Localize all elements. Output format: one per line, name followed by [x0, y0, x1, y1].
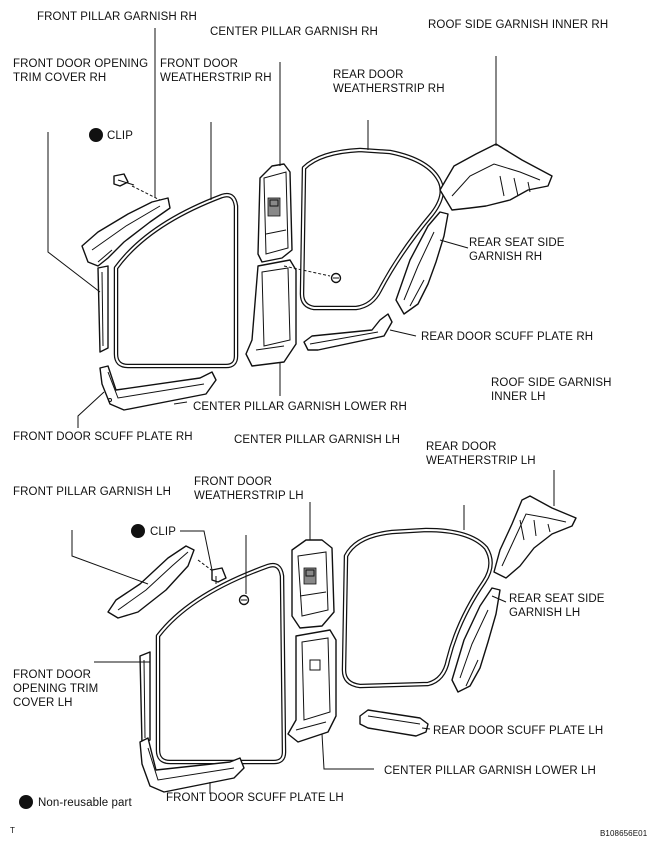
label-front-door-weatherstrip-lh: FRONT DOOR WEATHERSTRIP LH — [194, 476, 304, 502]
rear-door-weatherstrip-lh-part — [341, 527, 493, 689]
legend-non-reusable-part: Non-reusable part — [38, 797, 132, 809]
center-pillar-garnish-lower-rh-part — [245, 259, 331, 367]
screw-rh-part — [330, 272, 342, 284]
front-pillar-garnish-lh-part — [107, 545, 195, 619]
label-rear-door-weatherstrip-lh: REAR DOOR WEATHERSTRIP LH — [426, 441, 536, 467]
label-center-pillar-garnish-lh: CENTER PILLAR GARNISH LH — [234, 434, 400, 446]
label-front-door-scuff-plate-rh: FRONT DOOR SCUFF PLATE RH — [13, 431, 193, 443]
rear-seat-side-garnish-rh-part — [395, 211, 449, 315]
label-roof-side-garnish-inner-rh: ROOF SIDE GARNISH INNER RH — [428, 19, 609, 31]
label-rear-door-weatherstrip-rh: REAR DOOR WEATHERSTRIP RH — [333, 69, 445, 95]
leader-lines-rh — [47, 28, 497, 428]
center-pillar-garnish-rh-part — [257, 163, 293, 263]
label-clip-rh: CLIP — [107, 130, 133, 142]
front-door-weatherstrip-lh-part — [155, 562, 287, 765]
label-front-door-weatherstrip-rh: FRONT DOOR WEATHERSTRIP RH — [160, 58, 272, 84]
roof-side-garnish-inner-rh-part — [439, 143, 553, 211]
figure-id: B108656E01 — [600, 829, 648, 838]
rh-assembly — [47, 28, 553, 428]
roof-side-garnish-inner-lh-part — [493, 495, 577, 579]
lh-assembly — [71, 470, 577, 794]
label-rear-door-scuff-plate-lh: REAR DOOR SCUFF PLATE LH — [433, 725, 604, 737]
non-reusable-dot-icon — [89, 128, 103, 142]
label-front-pillar-garnish-lh: FRONT PILLAR GARNISH LH — [13, 486, 172, 498]
label-rear-seat-side-garnish-rh: REAR SEAT SIDE GARNISH RH — [469, 237, 565, 263]
center-pillar-garnish-lower-lh-part — [287, 629, 337, 743]
non-reusable-dot-icon — [131, 524, 145, 538]
clip-lh-part — [197, 559, 227, 584]
label-front-door-scuff-plate-lh: FRONT DOOR SCUFF PLATE LH — [166, 792, 344, 804]
label-center-pillar-garnish-lower-rh: CENTER PILLAR GARNISH LOWER RH — [193, 401, 407, 413]
label-rear-seat-side-garnish-lh: REAR SEAT SIDE GARNISH LH — [509, 593, 605, 619]
corner-mark: T — [10, 826, 15, 835]
legend-dot-icon — [19, 795, 33, 809]
label-rear-door-scuff-plate-rh: REAR DOOR SCUFF PLATE RH — [421, 331, 594, 343]
label-center-pillar-garnish-rh: CENTER PILLAR GARNISH RH — [210, 26, 378, 38]
label-front-pillar-garnish-rh: FRONT PILLAR GARNISH RH — [37, 11, 197, 23]
leader-lines-lh — [71, 470, 555, 794]
front-door-scuff-plate-lh-part — [139, 737, 245, 793]
label-front-door-opening-trim-cover-rh: FRONT DOOR OPENING TRIM COVER RH — [13, 58, 149, 84]
rear-seat-side-garnish-lh-part — [451, 587, 501, 693]
front-door-opening-trim-cover-rh-part — [97, 265, 109, 353]
screw-lh-part — [238, 594, 250, 606]
center-pillar-garnish-lh-part — [291, 539, 335, 629]
front-door-scuff-plate-rh-part — [99, 365, 217, 411]
rear-door-scuff-plate-rh-part — [303, 313, 393, 351]
rear-door-weatherstrip-rh-part — [299, 147, 444, 311]
front-door-opening-trim-cover-lh-part — [139, 651, 151, 745]
label-clip-lh: CLIP — [150, 526, 176, 538]
label-front-door-opening-trim-cover-lh: FRONT DOOR OPENING TRIM COVER LH — [13, 669, 99, 709]
label-center-pillar-garnish-lower-lh: CENTER PILLAR GARNISH LOWER LH — [384, 765, 596, 777]
front-door-weatherstrip-rh-part — [113, 192, 239, 369]
front-pillar-garnish-rh-part — [81, 197, 171, 267]
label-roof-side-garnish-inner-lh: ROOF SIDE GARNISH INNER LH — [491, 377, 612, 403]
rear-door-scuff-plate-lh-part — [359, 709, 429, 737]
